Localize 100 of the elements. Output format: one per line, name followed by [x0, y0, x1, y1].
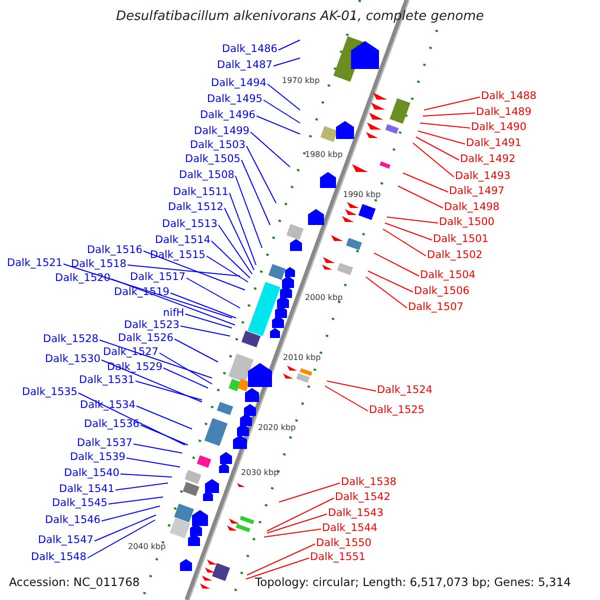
leader-line	[246, 558, 310, 580]
gene-label: Dalk_1501	[433, 233, 488, 245]
gene-label: Dalk_1548	[31, 551, 86, 563]
leader-line	[94, 514, 156, 542]
gene-label: Dalk_1516	[87, 244, 142, 256]
gene-label: Dalk_1515	[150, 249, 206, 261]
gene-label: Dalk_1540	[64, 467, 120, 479]
gene-label: Dalk_1486	[222, 43, 278, 55]
gene-label: Dalk_1490	[471, 121, 526, 133]
leader-line	[235, 176, 262, 248]
gene-label: Dalk_1492	[460, 153, 516, 165]
leader-line	[264, 528, 322, 538]
leader-line	[246, 146, 276, 204]
leader-line	[382, 228, 426, 256]
leader-line	[412, 142, 454, 178]
gene-label: Dalk_1512	[168, 201, 224, 213]
gene-label: Dalk_1526	[118, 332, 174, 344]
leader-line	[211, 240, 250, 278]
leader-line	[101, 506, 160, 522]
gene-label: Dalk_1503	[190, 139, 246, 151]
gene-label: Dalk_1514	[155, 234, 210, 246]
leader-line	[278, 482, 340, 502]
scale-label: 2000 kbp	[305, 293, 343, 303]
leader-line	[273, 58, 300, 66]
leader-line	[384, 222, 432, 240]
scale-label: 2010 kbp	[283, 353, 321, 363]
leader-line	[424, 96, 480, 110]
gene-label: Dalk_1487	[217, 59, 272, 71]
gene-label: Dalk_1544	[322, 522, 378, 534]
leader-line	[324, 386, 368, 412]
leader-line	[133, 444, 182, 454]
gene-label: Dalk_1550	[316, 537, 372, 549]
leader-line	[278, 40, 300, 50]
leader-line	[143, 250, 246, 290]
leader-line	[241, 160, 270, 226]
gene-label: Dalk_1491	[466, 137, 522, 149]
gene-label: Dalk_1517	[130, 271, 186, 283]
leader-line	[180, 326, 230, 336]
gene-label: Dalk_1525	[369, 404, 424, 416]
gene-label: Dalk_1506	[414, 285, 470, 297]
leader-line	[140, 424, 188, 446]
gene-label: Dalk_1537	[77, 437, 132, 449]
leader-line	[184, 314, 232, 328]
gene-label: Dalk_1513	[162, 218, 218, 230]
scale-label: 2040 kbp	[128, 542, 166, 552]
scale-label: 2030 kbp	[241, 468, 279, 478]
gene-label: Dalk_1504	[420, 269, 476, 281]
scale-label: 2020 kbp	[258, 423, 296, 433]
leader-line	[78, 392, 186, 446]
leader-line	[174, 338, 218, 362]
gene-label: Dalk_1493	[455, 170, 510, 182]
gene-label: Dalk_1488	[481, 90, 536, 102]
gene-label: Dalk_1546	[45, 514, 100, 526]
leader-line	[402, 172, 448, 192]
gene-label: Dalk_1530	[45, 353, 100, 365]
gene-label: Dalk_1499	[194, 125, 250, 137]
leader-line	[246, 544, 316, 576]
gene-label: Dalk_1535	[22, 386, 78, 398]
leader-line	[229, 192, 256, 266]
gene-label: Dalk_1502	[427, 249, 482, 261]
gene-label: Dalk_1508	[179, 169, 234, 181]
leader-line	[398, 186, 444, 208]
leader-line	[326, 380, 376, 392]
leader-line	[111, 278, 236, 326]
leader-line	[99, 340, 212, 378]
scale-label: 1970 kbp	[282, 76, 320, 86]
gene-label: Dalk_1523	[124, 319, 180, 331]
gene-label: Dalk_1531	[79, 374, 134, 386]
gene-label: Dalk_1551	[310, 551, 366, 563]
leader-line	[416, 136, 460, 160]
gene-label: Dalk_1545	[52, 497, 108, 509]
leader-line	[420, 122, 470, 128]
gene-label: Dalk_1494	[211, 77, 266, 89]
leader-line	[135, 380, 202, 400]
gene-label: Dalk_1536	[84, 418, 140, 430]
leader-line	[256, 116, 300, 134]
leader-line	[163, 368, 208, 388]
gene-label: Dalk_1498	[444, 201, 500, 213]
leader-line	[115, 482, 168, 490]
leader-line	[63, 264, 232, 318]
leader-line	[87, 520, 156, 558]
leader-line	[159, 352, 212, 384]
gene-label: Dalk_1524	[377, 384, 432, 396]
leader-line	[120, 474, 172, 478]
gene-label: Dalk_1497	[449, 185, 504, 197]
accession-text: Accession: NC_011768	[9, 576, 140, 588]
leader-line	[108, 496, 164, 504]
leader-line	[224, 208, 254, 270]
gene-label: Dalk_1547	[38, 534, 94, 546]
leader-line	[266, 498, 334, 532]
leader-line	[127, 264, 240, 276]
gene-label: Dalk_1507	[408, 301, 464, 313]
gene-label: Dalk_1495	[207, 93, 262, 105]
gene-label: Dalk_1500	[439, 216, 494, 228]
genome-stats-text: Topology: circular; Length: 6,517,073 bp; Genes: 5,314	[255, 576, 571, 588]
gene-label: Dalk_1505	[185, 153, 240, 165]
gene-label: Dalk_1518	[71, 258, 126, 270]
leader-line	[263, 100, 300, 124]
gene-label: Dalk_1542	[335, 491, 390, 503]
leader-line	[422, 112, 476, 116]
